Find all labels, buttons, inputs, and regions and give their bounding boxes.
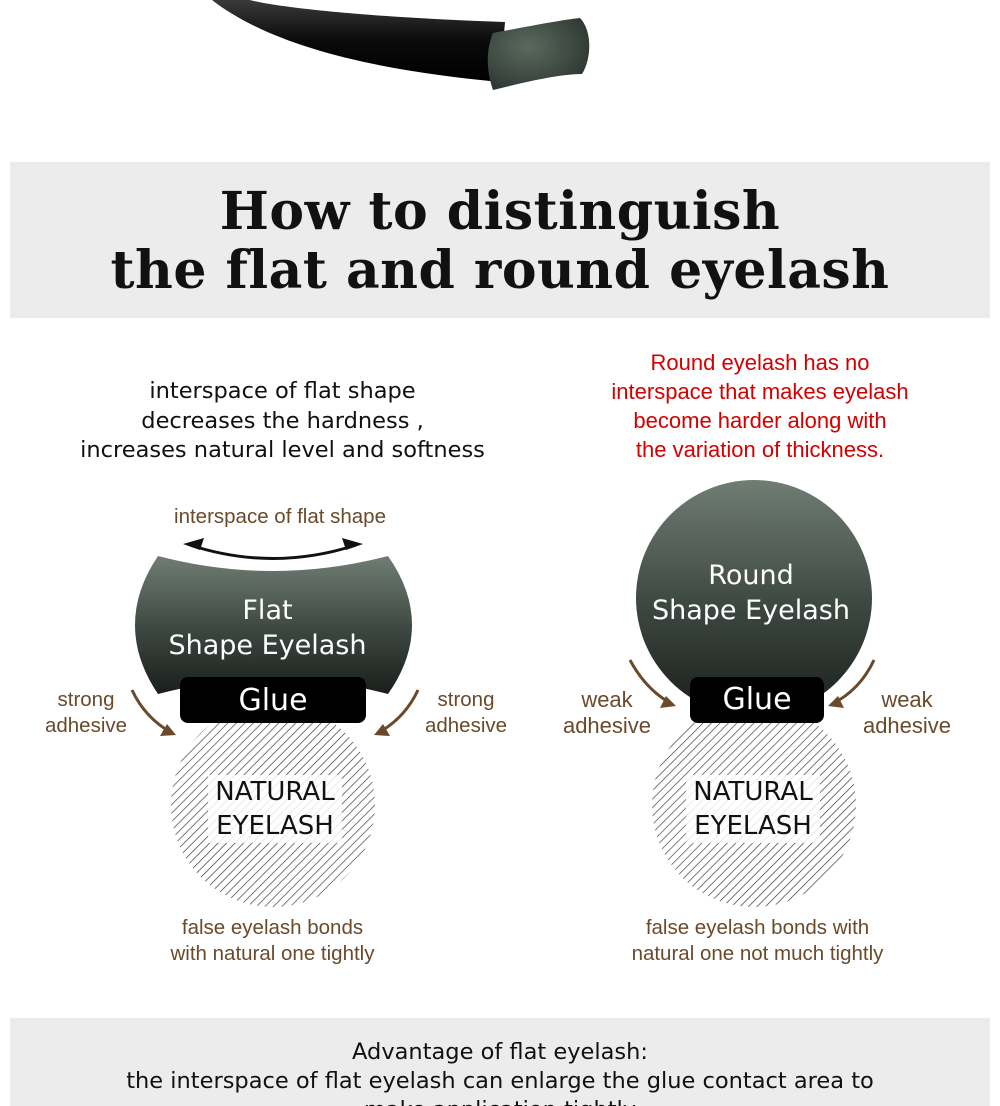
interspace-arrow-right-head-icon <box>342 538 363 550</box>
round-right-adhesive-line: weak <box>881 687 933 712</box>
round-description-line: Round eyelash has no <box>650 350 870 375</box>
page-title-line-1: How to distinguish <box>219 181 781 242</box>
interspace-arrow-icon <box>189 543 357 560</box>
flat-description: interspace of flat shape decreases the h… <box>40 377 525 466</box>
round-right-adhesive-line: adhesive <box>862 712 952 738</box>
title-band <box>10 162 990 318</box>
round-shape-eyelash <box>636 480 872 716</box>
advantage-band: Advantage of flat eyelash: the interspac… <box>10 1018 990 1106</box>
round-right-adhesive-arrowhead-icon <box>828 696 844 708</box>
round-shape-label-line: Shape Eyelash <box>651 595 850 626</box>
flat-right-adhesive-arrowhead-icon <box>374 724 390 736</box>
curved-lash-illustration <box>212 0 590 90</box>
flat-natural-eyelash-line: EYELASH <box>216 811 334 841</box>
flat-shape-label-line: Shape Eyelash <box>168 630 367 661</box>
advantage-body-line: make application tightly <box>10 1096 990 1106</box>
flat-description-line: decreases the hardness , <box>141 407 424 434</box>
flat-bond-note: false eyelash bonds with natural one tig… <box>140 915 405 966</box>
flat-left-adhesive-line: adhesive <box>44 713 128 737</box>
flat-shape-eyelash <box>135 556 412 694</box>
flat-glue-block <box>180 677 366 723</box>
round-natural-eyelash-line: EYELASH <box>694 811 812 841</box>
page-title-line-2: the flat and round eyelash <box>110 240 890 301</box>
flat-description-line: interspace of flat shape <box>149 378 416 404</box>
flat-natural-eyelash-line: NATURAL <box>215 777 335 807</box>
round-description-line: interspace that makes eyelash <box>611 379 909 404</box>
round-left-adhesive-arrowhead-icon <box>660 696 676 708</box>
round-description-line: the variation of thickness. <box>635 437 885 462</box>
flat-natural-eyelash-label: NATURAL EYELASH <box>208 775 342 843</box>
flat-description-line: increases natural level and softness <box>80 437 485 463</box>
round-shape-label: Round Shape Eyelash <box>636 558 866 628</box>
round-glue-label: Glue <box>722 682 792 717</box>
flat-left-adhesive-label: strong adhesive <box>30 687 142 738</box>
round-glue-block <box>690 677 824 723</box>
round-bond-note-line: false eyelash bonds with <box>645 916 870 939</box>
round-left-adhesive-line: adhesive <box>562 712 652 738</box>
round-description-line: become harder along with <box>633 408 887 433</box>
interspace-arrow-left-head-icon <box>183 538 204 550</box>
flat-left-adhesive-line: strong <box>57 688 115 711</box>
interspace-label: interspace of flat shape <box>174 505 386 528</box>
round-bond-note: false eyelash bonds with natural one not… <box>605 915 910 966</box>
round-shape-label-line: Round <box>708 560 794 591</box>
round-bond-note-line: natural one not much tightly <box>631 941 884 965</box>
round-natural-eyelash-label: NATURAL EYELASH <box>686 775 820 843</box>
round-left-adhesive-label: weak adhesive <box>552 687 662 738</box>
round-right-adhesive-label: weak adhesive <box>852 687 962 738</box>
advantage-body-line: the interspace of flat eyelash can enlar… <box>126 1068 874 1094</box>
flat-right-adhesive-line: strong <box>437 688 495 711</box>
flat-bond-note-line: with natural one tightly <box>170 941 375 965</box>
advantage-heading: Advantage of flat eyelash: <box>352 1039 648 1065</box>
flat-shape-label-line: Flat <box>242 595 293 626</box>
flat-bond-note-line: false eyelash bonds <box>181 916 364 939</box>
flat-left-adhesive-arrowhead-icon <box>160 724 176 736</box>
round-natural-eyelash-line: NATURAL <box>693 777 813 807</box>
flat-shape-label: Flat Shape Eyelash <box>135 593 400 663</box>
flat-right-adhesive-label: strong adhesive <box>410 687 522 738</box>
round-left-adhesive-line: weak <box>581 687 633 712</box>
flat-glue-label: Glue <box>238 683 308 718</box>
flat-right-adhesive-line: adhesive <box>424 713 508 737</box>
round-description: Round eyelash has no interspace that mak… <box>570 348 950 464</box>
